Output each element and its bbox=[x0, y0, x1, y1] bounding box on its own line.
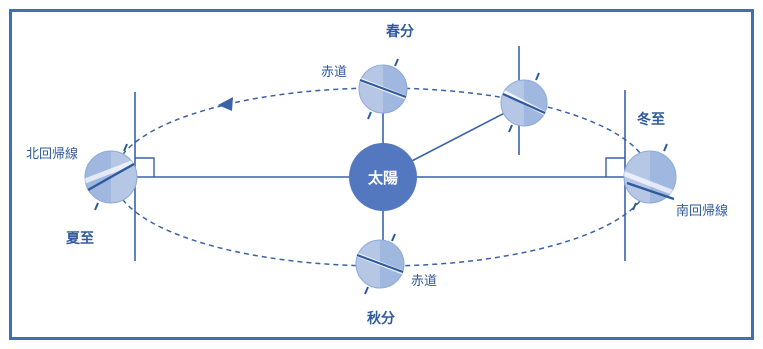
sun bbox=[349, 143, 417, 211]
orbit-arrow-icon bbox=[218, 97, 233, 111]
earth-autumn bbox=[355, 233, 405, 295]
label-summer-solstice: 夏至 bbox=[66, 230, 94, 247]
earth-summer bbox=[84, 143, 138, 211]
label-equator-top: 赤道 bbox=[321, 65, 347, 80]
earth-intermediate bbox=[500, 72, 548, 133]
label-winter-solstice: 冬至 bbox=[637, 111, 665, 128]
label-autumn-equinox: 秋分 bbox=[367, 310, 395, 327]
earth-spring bbox=[358, 58, 408, 120]
label-equator-bottom: 赤道 bbox=[411, 274, 437, 289]
right-angle-marker-left bbox=[135, 157, 155, 177]
earth-winter bbox=[623, 143, 677, 211]
sun-label: 太陽 bbox=[368, 169, 398, 187]
label-tropic-capricorn: 南回帰線 bbox=[676, 203, 728, 219]
label-tropic-cancer: 北回帰線 bbox=[26, 146, 78, 162]
right-angle-marker-right bbox=[605, 157, 625, 177]
label-spring-equinox: 春分 bbox=[385, 23, 414, 40]
